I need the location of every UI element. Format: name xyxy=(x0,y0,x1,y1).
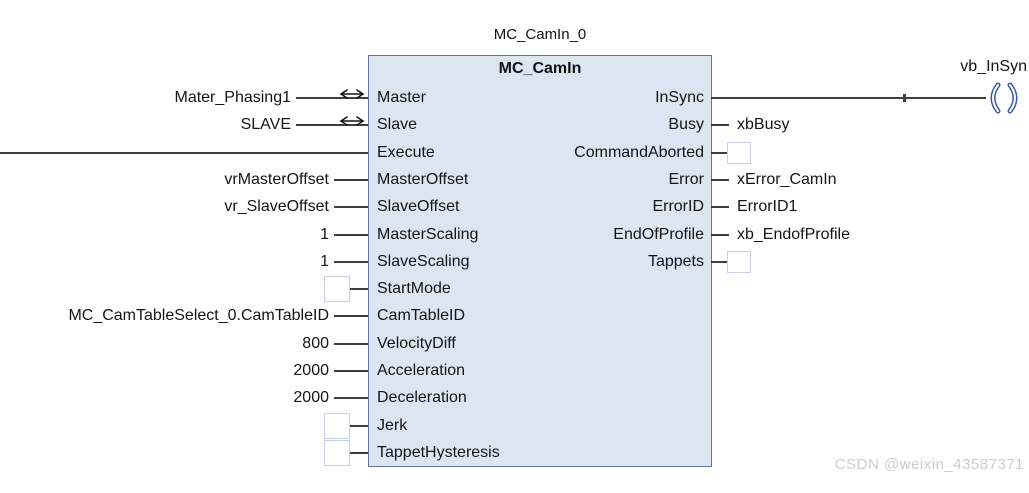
inout-arrow-icon xyxy=(339,89,365,99)
input-pin-label-slavescaling: SlaveScaling xyxy=(377,252,470,270)
wire xyxy=(334,178,368,181)
input-pin-label-startmode: StartMode xyxy=(377,280,451,298)
wire xyxy=(711,151,727,154)
output-pin-label-errorid: ErrorID xyxy=(652,198,704,216)
input-pin-label-execute: Execute xyxy=(377,143,435,161)
wire xyxy=(350,424,368,427)
output-pin-label-endofprofile: EndOfProfile xyxy=(613,225,704,243)
input-operand-velocitydiff[interactable]: 800 xyxy=(302,334,329,352)
output-pin-label-error: Error xyxy=(668,170,704,188)
wire xyxy=(334,233,368,236)
output-operand-endofprofile[interactable]: xb_EndofProfile xyxy=(737,225,850,243)
block-instance-name[interactable]: MC_CamIn_0 xyxy=(493,26,587,43)
wire xyxy=(350,451,368,454)
input-pin-label-jerk: Jerk xyxy=(377,416,408,434)
block-type-name: MC_CamIn xyxy=(498,60,582,77)
input-operand-slave[interactable]: SLAVE xyxy=(240,116,291,134)
input-pin-label-velocitydiff: VelocityDiff xyxy=(377,334,456,352)
input-operand-deceleration[interactable]: 2000 xyxy=(293,389,329,407)
function-block-mc-camin[interactable]: MC_CamIn xyxy=(368,55,712,467)
wire xyxy=(0,151,368,154)
input-operand-masterscaling[interactable]: 1 xyxy=(320,225,329,243)
input-pin-label-acceleration: Acceleration xyxy=(377,362,466,379)
input-operand-acceleration[interactable]: 2000 xyxy=(293,362,329,379)
input-pin-label-masteroffset: MasterOffset xyxy=(377,170,469,188)
wire xyxy=(334,315,368,318)
wire xyxy=(296,97,368,99)
input-pin-label-deceleration: Deceleration xyxy=(377,389,467,407)
output-empty-operand-box-tappets[interactable] xyxy=(727,250,751,273)
coil-operand-insync[interactable]: vb_InSyn xyxy=(960,58,1027,75)
input-pin-label-slaveoffset: SlaveOffset xyxy=(377,198,460,216)
input-pin-label-camtableid: CamTableID xyxy=(377,307,466,325)
wire xyxy=(334,370,368,372)
output-pin-label-tappets: Tappets xyxy=(647,252,704,270)
input-operand-camtableid[interactable]: MC_CamTableSelect_0.CamTableID xyxy=(68,307,329,325)
output-pin-label-busy: Busy xyxy=(668,116,704,134)
wire-junction-tick xyxy=(903,94,906,102)
input-pin-label-tappethysteresis: TappetHysteresis xyxy=(377,443,500,461)
wire xyxy=(334,397,368,400)
inout-arrow-icon xyxy=(339,116,365,127)
wire xyxy=(711,97,986,99)
input-pin-label-masterscaling: MasterScaling xyxy=(377,225,479,243)
input-operand-master[interactable]: Mater_Phasing1 xyxy=(174,89,291,106)
output-operand-busy[interactable]: xbBusy xyxy=(737,116,790,134)
input-empty-operand-box-startmode[interactable] xyxy=(324,276,350,303)
input-empty-operand-box-tappethysteresis[interactable] xyxy=(324,439,350,466)
wire xyxy=(334,206,368,209)
wire xyxy=(711,178,729,181)
coil-icon[interactable] xyxy=(984,81,1024,115)
input-operand-slaveoffset[interactable]: vr_SlaveOffset xyxy=(224,198,329,216)
input-operand-slavescaling[interactable]: 1 xyxy=(320,252,329,270)
output-operand-errorid[interactable]: ErrorID1 xyxy=(737,198,798,216)
watermark: CSDN @weixin_43587371 xyxy=(834,456,1024,473)
wire xyxy=(711,206,729,209)
wire xyxy=(711,260,727,263)
output-empty-operand-box-commandaborted[interactable] xyxy=(727,141,751,164)
wire xyxy=(350,288,368,291)
wire xyxy=(711,233,729,236)
input-operand-masteroffset[interactable]: vrMasterOffset xyxy=(224,170,329,188)
output-pin-label-insync: InSync xyxy=(655,89,704,106)
input-empty-operand-box-jerk[interactable] xyxy=(324,412,350,439)
input-pin-label-slave: Slave xyxy=(377,116,418,134)
wire xyxy=(334,342,368,345)
output-pin-label-commandaborted: CommandAborted xyxy=(574,143,704,161)
wire xyxy=(296,124,368,127)
output-operand-error[interactable]: xError_CamIn xyxy=(737,170,837,188)
input-pin-label-master: Master xyxy=(377,89,426,106)
wire xyxy=(711,124,729,127)
wire xyxy=(334,260,368,263)
